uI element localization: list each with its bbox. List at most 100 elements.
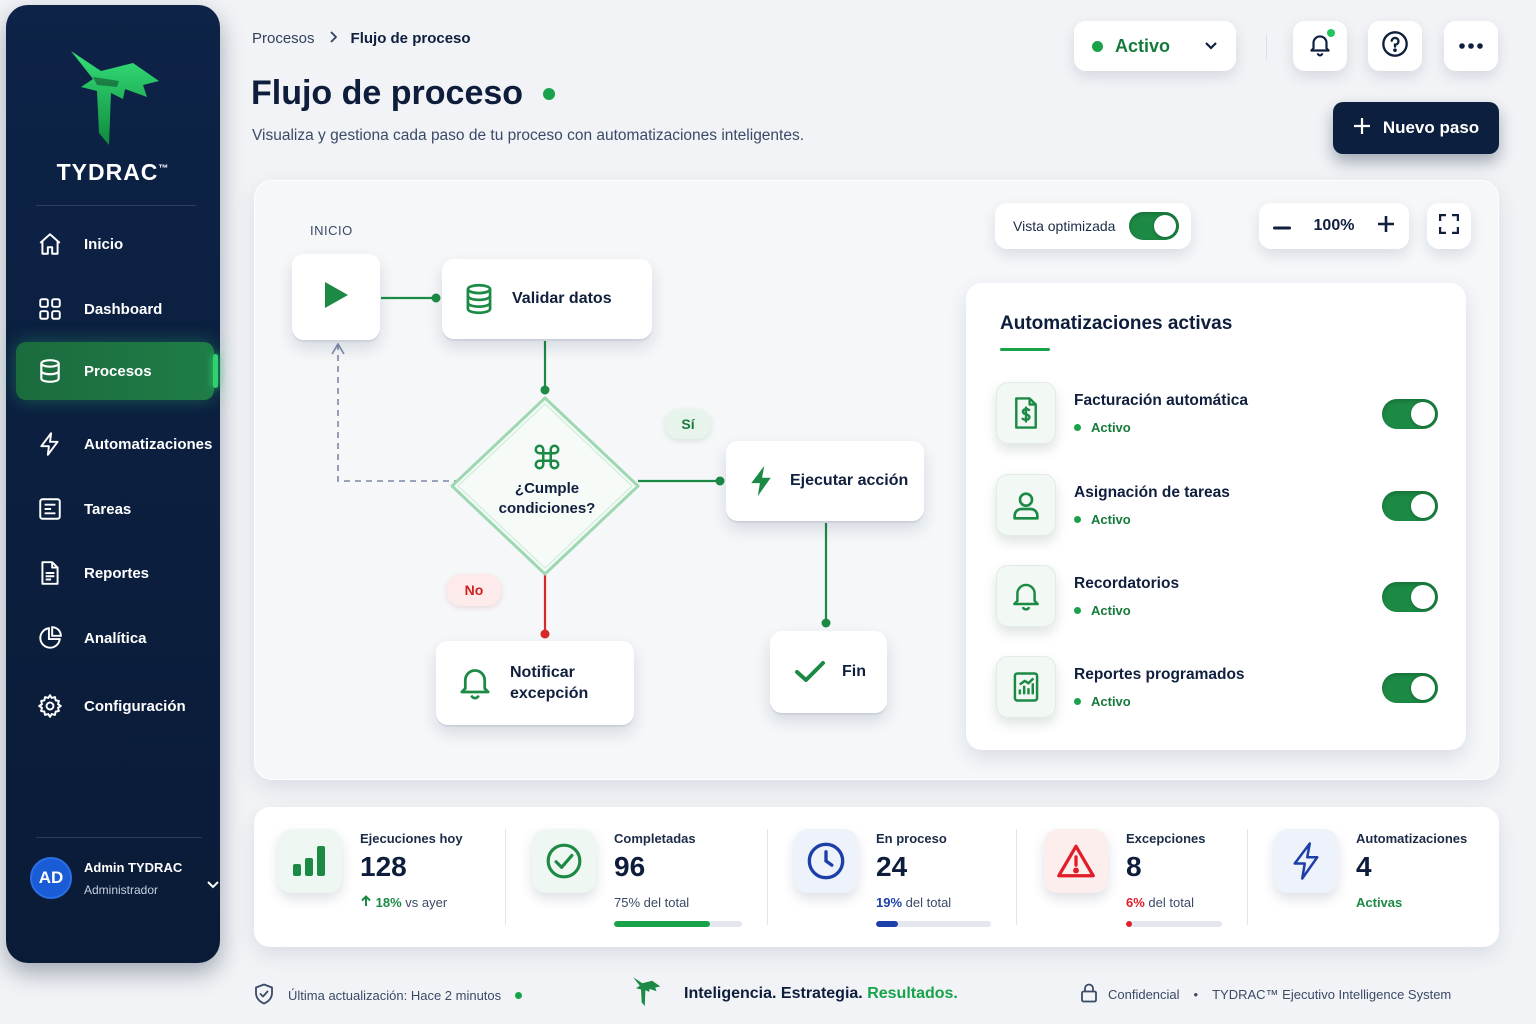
execute-node[interactable]: Ejecutar acción (726, 441, 924, 521)
pie-chart-icon (36, 624, 64, 652)
sidebar-item-procesos[interactable]: Procesos (16, 342, 218, 400)
automation-name: Recordatorios (1074, 575, 1180, 592)
automation-toggle[interactable] (1382, 582, 1438, 612)
brand-logo[interactable]: TYDRAC™ (6, 41, 220, 186)
clock-icon (794, 829, 858, 893)
sidebar-item-label: Procesos (84, 362, 152, 380)
chevron-down-icon[interactable] (206, 877, 220, 895)
progress-bar (614, 921, 742, 927)
avatar: AD (30, 857, 72, 899)
start-label: INICIO (310, 223, 353, 238)
lightning-icon (1274, 829, 1338, 893)
lock-icon (1080, 983, 1098, 1006)
user-icon (996, 474, 1056, 536)
confidential-note: Confidencial • TYDRAC™ Ejecutivo Intelli… (1080, 983, 1451, 1006)
optimized-view-toggle[interactable]: Vista optimizada (995, 203, 1191, 249)
sidebar-item-label: Tareas (84, 500, 132, 518)
divider (36, 205, 196, 206)
bell-icon (996, 565, 1056, 627)
automation-name: Facturación automática (1074, 392, 1248, 409)
automation-item[interactable]: Recordatorios Activo (996, 565, 1438, 629)
sidebar-item-tareas[interactable]: Tareas (16, 480, 214, 538)
automation-status: Activo (1074, 694, 1131, 709)
database-icon (36, 357, 64, 385)
stat-sub: 75% del total (614, 895, 690, 910)
sidebar-item-label: Configuración (84, 697, 186, 715)
more-button[interactable] (1444, 21, 1498, 71)
breadcrumb-parent[interactable]: Procesos (252, 30, 315, 47)
bell-icon (458, 665, 492, 701)
notification-dot (1327, 29, 1335, 37)
condition-label: ¿Cumple condiciones? (498, 480, 596, 517)
automation-toggle[interactable] (1382, 399, 1438, 429)
panel-title: Automatizaciones activas (1000, 313, 1233, 334)
new-step-button[interactable]: Nuevo paso (1333, 102, 1499, 154)
zoom-out-button[interactable] (1273, 217, 1291, 235)
status-dot (515, 992, 523, 999)
condition-node[interactable] (480, 440, 610, 530)
divider (767, 829, 768, 925)
zoom-in-button[interactable] (1377, 215, 1395, 238)
stats-bar: Ejecuciones hoy 128 18% vs ayer Completa… (254, 807, 1499, 947)
node-label: Notificar excepción (510, 664, 589, 702)
automation-status: Activo (1074, 512, 1131, 527)
stat-sub: Activas (1356, 895, 1403, 910)
sidebar-item-label: Automatizaciones (84, 435, 213, 453)
user-name: Admin TYDRAC (84, 859, 183, 875)
automation-item[interactable]: Reportes programados Activo (996, 656, 1438, 720)
automation-item[interactable]: Asignación de tareas Activo (996, 474, 1438, 538)
notify-node[interactable]: Notificar excepción (436, 641, 634, 725)
automation-name: Reportes programados (1074, 666, 1245, 683)
database-icon (464, 283, 494, 315)
breadcrumb: Procesos Flujo de proceso (252, 30, 471, 47)
plus-icon (1353, 117, 1371, 140)
chevron-down-icon (1204, 38, 1218, 56)
sidebar-item-configuracion[interactable]: Configuración (16, 677, 214, 735)
status-dropdown[interactable]: Activo (1074, 21, 1236, 71)
stat-label: Excepciones (1126, 831, 1206, 846)
shield-icon (254, 983, 274, 1008)
automation-status: Activo (1074, 603, 1131, 618)
check-circle-icon (532, 829, 596, 893)
user-role: Administrador (84, 882, 159, 897)
automation-item[interactable]: Facturación automática Activo (996, 382, 1438, 446)
toggle-switch[interactable] (1129, 212, 1179, 240)
page-subtitle: Visualiza y gestiona cada paso de tu pro… (252, 127, 805, 144)
progress-bar (1126, 921, 1222, 927)
stat-sub: 6% del total (1126, 895, 1194, 910)
status-dot (543, 87, 556, 100)
title-underline (1000, 348, 1050, 351)
end-node[interactable]: Fin (770, 631, 887, 713)
sidebar-item-inicio[interactable]: Inicio (16, 215, 214, 273)
start-node[interactable] (292, 254, 380, 340)
invoice-icon (996, 382, 1056, 444)
automation-toggle[interactable] (1382, 673, 1438, 703)
fullscreen-button[interactable] (1427, 203, 1471, 249)
last-update-text: Última actualización: Hace 2 minutos (288, 988, 502, 1003)
sidebar-item-dashboard[interactable]: Dashboard (16, 280, 214, 338)
validate-node[interactable]: Validar datos (442, 259, 652, 339)
help-button[interactable] (1368, 21, 1422, 71)
divider (1247, 829, 1248, 925)
tagline: Inteligencia. Estrategia. Resultados. (630, 974, 958, 1013)
divider (1266, 34, 1267, 60)
breadcrumb-current: Flujo de proceso (350, 30, 471, 47)
sidebar: TYDRAC™ Inicio Dashboard Procesos Automa… (6, 5, 220, 963)
stat-sub: 18% vs ayer (360, 895, 447, 910)
tydrac-logo-icon (63, 41, 163, 151)
new-step-label: Nuevo paso (1382, 118, 1480, 137)
toggle-label: Vista optimizada (1013, 218, 1116, 234)
user-menu[interactable]: AD Admin TYDRAC Administrador (30, 857, 219, 899)
stat-label: Completadas (614, 831, 696, 846)
zoom-control: 100% (1259, 203, 1409, 249)
document-icon (36, 559, 64, 587)
node-label: Ejecutar acción (790, 472, 909, 489)
notifications-button[interactable] (1293, 21, 1347, 71)
sidebar-item-reportes[interactable]: Reportes (16, 544, 214, 602)
help-icon (1381, 30, 1409, 63)
sidebar-item-analitica[interactable]: Analítica (16, 609, 214, 667)
automation-toggle[interactable] (1382, 491, 1438, 521)
divider (505, 829, 506, 925)
yes-branch-tag: Sí (665, 409, 711, 439)
sidebar-item-automatizaciones[interactable]: Automatizaciones (16, 415, 214, 473)
